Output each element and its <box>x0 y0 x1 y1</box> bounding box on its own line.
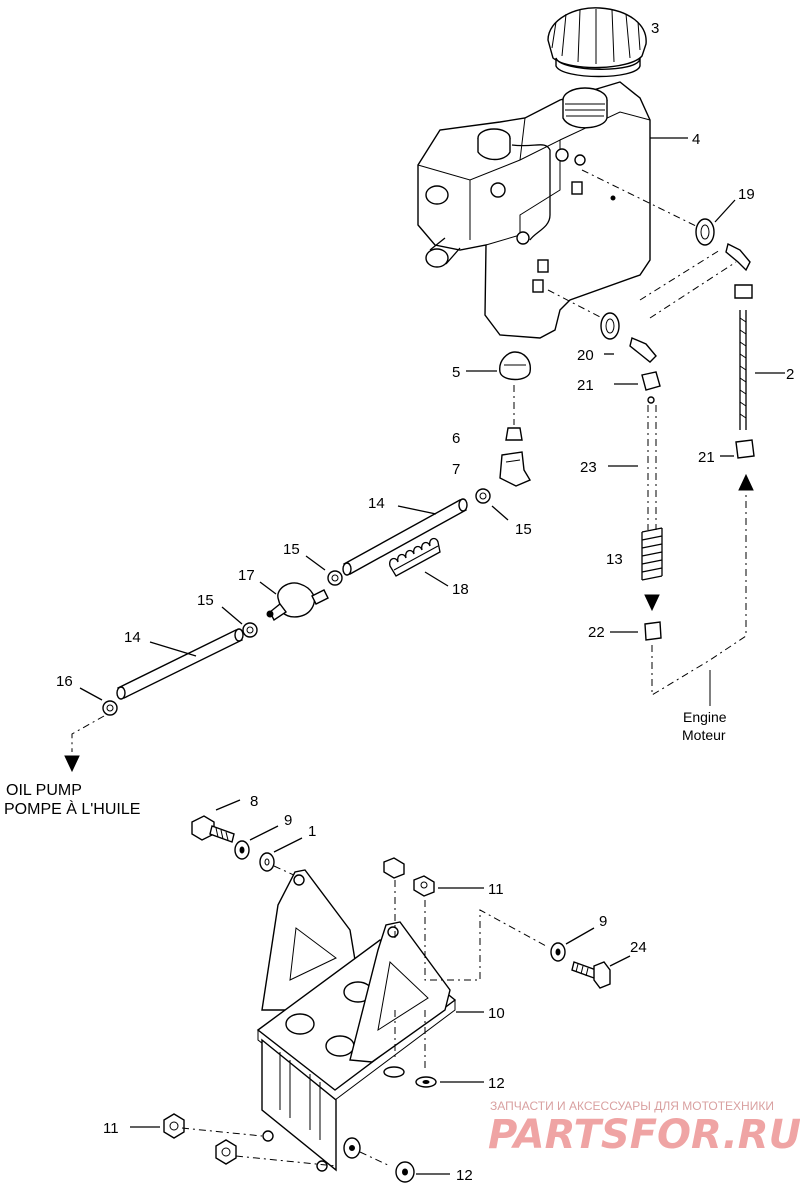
washer-9-right <box>550 942 566 962</box>
engine-label-en: Engine <box>683 709 727 725</box>
oil-pump-label-fr: POMPE À L'HUILE <box>4 799 140 818</box>
washer-1 <box>259 852 275 872</box>
mounting-bracket-10 <box>256 869 457 1172</box>
nut-11-lower <box>163 1113 361 1165</box>
callout-12-lower: 12 <box>456 1167 473 1184</box>
callout-6: 6 <box>452 430 460 447</box>
callout-7: 7 <box>452 461 460 478</box>
grommet-5 <box>499 351 531 381</box>
elbow-fitting-7 <box>499 451 532 487</box>
spring-13 <box>641 527 663 581</box>
callout-20: 20 <box>577 347 594 364</box>
tank-cap <box>547 7 647 78</box>
callout-16: 16 <box>56 673 73 690</box>
clamp-15-right <box>475 488 491 504</box>
clamp-15-lower <box>242 622 258 638</box>
callout-3: 3 <box>651 20 659 37</box>
callout-22: 22 <box>588 624 605 641</box>
callout-9-right: 9 <box>599 913 607 930</box>
filter-17 <box>266 582 329 622</box>
clamp-22 <box>644 621 662 641</box>
callout-15-middle: 15 <box>283 541 300 558</box>
washer-12-lower <box>395 1161 415 1183</box>
hose-14-lower <box>116 628 244 700</box>
grommet-20 <box>600 312 657 363</box>
callout-19: 19 <box>738 186 755 203</box>
nut-11-upper <box>383 857 435 897</box>
hose-23 <box>647 405 657 530</box>
vent-hose-2 <box>734 284 753 430</box>
callout-11-lower: 11 <box>103 1120 119 1137</box>
callout-21-lower: 21 <box>698 449 715 466</box>
fitting-6 <box>505 427 523 441</box>
callout-2: 2 <box>786 366 794 383</box>
callout-21-upper: 21 <box>577 377 594 394</box>
callout-4: 4 <box>692 131 700 148</box>
callout-12-upper: 12 <box>488 1075 505 1092</box>
callout-13: 13 <box>606 551 623 568</box>
callout-11-upper: 11 <box>488 881 504 898</box>
callout-18: 18 <box>452 581 469 598</box>
bolt-24 <box>571 961 611 989</box>
callout-9-left: 9 <box>284 812 292 829</box>
clamp-16 <box>102 700 118 716</box>
callout-10: 10 <box>488 1005 505 1022</box>
bolt-8 <box>191 815 235 843</box>
washer-12-upper <box>383 1066 437 1088</box>
watermark-brand: PARTSFOR.RU <box>488 1112 800 1158</box>
callout-23: 23 <box>580 459 597 476</box>
callout-15-lower: 15 <box>197 592 214 609</box>
oil-pump-label-en: OIL PUMP <box>6 782 82 799</box>
callout-24: 24 <box>630 939 647 956</box>
washer-9-left <box>234 840 250 860</box>
callout-1: 1 <box>308 823 316 840</box>
watermark-logo: ЗАПЧАСТИ И АКСЕССУАРЫ ДЛЯ МОТОТЕХНИКИ PA… <box>488 1099 800 1158</box>
spring-18 <box>389 537 441 577</box>
callout-15-right: 15 <box>515 521 532 538</box>
clamp-21-lower <box>735 439 755 459</box>
callout-14-upper: 14 <box>368 495 385 512</box>
engine-label-fr: Moteur <box>682 727 726 743</box>
clamp-21-upper <box>641 371 661 404</box>
callout-5: 5 <box>452 364 460 381</box>
callout-14-lower: 14 <box>124 629 141 646</box>
hose-14-upper <box>342 498 468 576</box>
clamp-15-middle <box>327 570 343 586</box>
watermark-tagline: ЗАПЧАСТИ И АКСЕССУАРЫ ДЛЯ МОТОТЕХНИКИ <box>490 1099 774 1113</box>
oil-tank <box>417 81 651 339</box>
grommet-19 <box>695 218 751 272</box>
callout-17: 17 <box>238 567 255 584</box>
callout-8: 8 <box>250 793 258 810</box>
